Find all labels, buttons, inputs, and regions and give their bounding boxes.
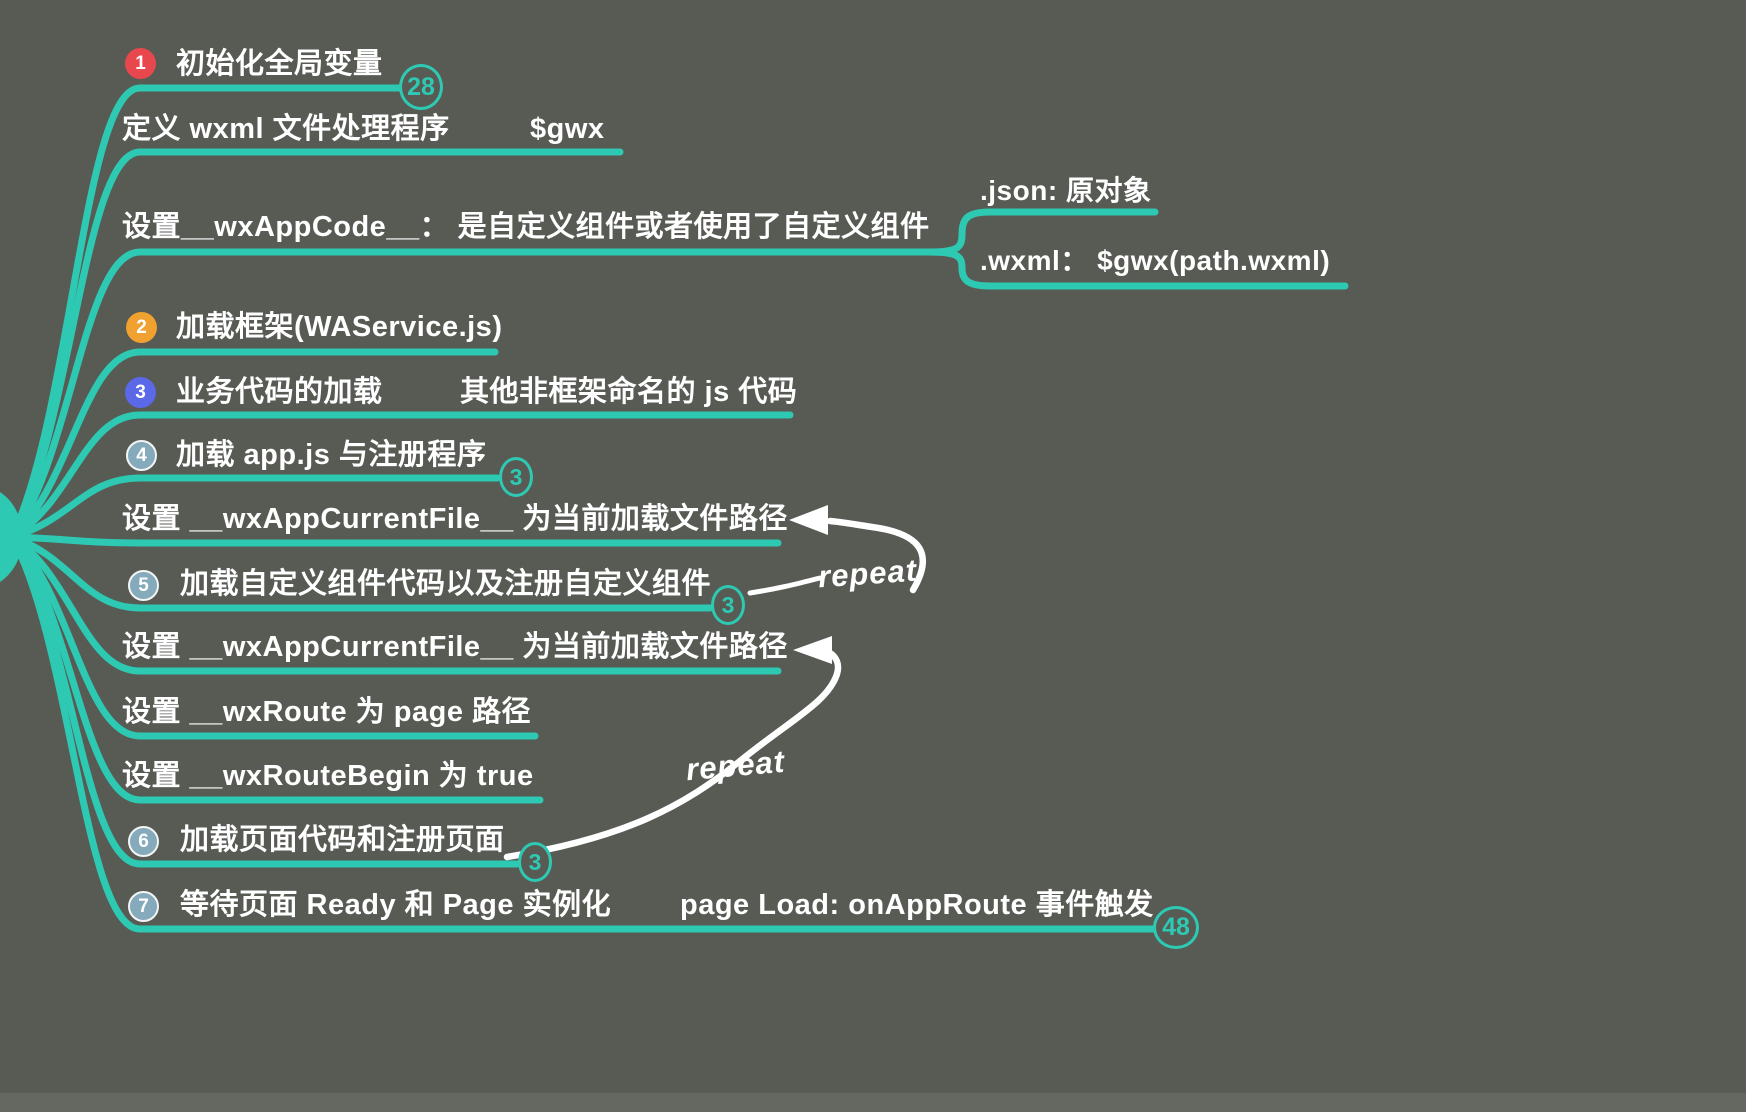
badge-count-48[interactable]: 48 [1153,906,1199,949]
branch-n3b [924,248,1349,290]
topic-set-wxroutebegin[interactable]: 设置 __wxRouteBegin 为 true [122,760,534,792]
topic-load-page-code[interactable]: 加载页面代码和注册页面 [180,824,505,856]
step-icon-6[interactable]: 6 [128,826,159,857]
branch-n9 [8,533,782,675]
topic-define-wxml-handler[interactable]: 定义 wxml 文件处理程序 [122,113,450,145]
branch-n3 [8,248,937,541]
priority-icon-3[interactable]: 3 [125,377,156,408]
repeat-arrow-top-shaft [826,517,926,594]
branch-n7 [8,533,782,547]
branch-n13 [8,533,1160,933]
priority-icon-2[interactable]: 2 [126,312,157,343]
topic-page-load-onapproute[interactable]: page Load: onAppRoute 事件触发 [680,889,1154,921]
badge-count-28[interactable]: 28 [399,64,443,110]
topic-set-wxroute[interactable]: 设置 __wxRoute 为 page 路径 [122,696,532,728]
step-icon-7[interactable]: 7 [128,891,159,922]
topic-wait-page-ready[interactable]: 等待页面 Ready 和 Page 实例化 [180,889,612,921]
topic-json-raw[interactable]: .json: 原对象 [980,175,1152,206]
badge-count-3a[interactable]: 3 [499,457,533,497]
repeat-arrow-bottom-head [793,636,832,664]
topic-set-currentfile-1[interactable]: 设置 __wxAppCurrentFile__ 为当前加载文件路径 [122,503,788,535]
repeat-arrow-top-lead [747,575,823,596]
branch-n10 [8,533,539,740]
badge-count-3c[interactable]: 3 [518,842,552,882]
badge-count-3b[interactable]: 3 [711,585,745,625]
priority-icon-1[interactable]: 1 [125,48,156,79]
step-icon-5[interactable]: 5 [128,570,159,601]
bottom-edge-strip [0,1093,1746,1112]
branch-n8 [8,533,714,612]
topic-load-custom-components[interactable]: 加载自定义组件代码以及注册自定义组件 [180,568,712,600]
topic-init-globals[interactable]: 初始化全局变量 [176,48,383,80]
topic-set-wxappcode[interactable]: 设置__wxAppCode__： 是自定义组件或者使用了自定义组件 [122,211,930,243]
branch-n2 [8,148,624,541]
topic-other-js[interactable]: 其他非框架命名的 js 代码 [460,376,798,408]
topic-gwx[interactable]: $gwx [530,113,605,145]
topic-load-business-code[interactable]: 业务代码的加载 [176,376,383,408]
step-icon-4[interactable]: 4 [126,440,157,471]
topic-wxml-gwx[interactable]: .wxml： $gwx(path.wxml) [980,245,1331,276]
topic-set-currentfile-2[interactable]: 设置 __wxAppCurrentFile__ 为当前加载文件路径 [122,631,788,663]
repeat-label-top[interactable]: repeat [816,552,919,595]
repeat-arrow-top-head [789,505,828,535]
branch-n4 [8,348,499,541]
topic-load-appjs[interactable]: 加载 app.js 与注册程序 [176,439,487,471]
repeat-arrow-bottom-shaft [503,649,842,861]
topic-load-framework[interactable]: 加载框架(WAService.js) [176,311,503,343]
branch-n6 [8,474,501,541]
branch-n5 [8,411,794,541]
